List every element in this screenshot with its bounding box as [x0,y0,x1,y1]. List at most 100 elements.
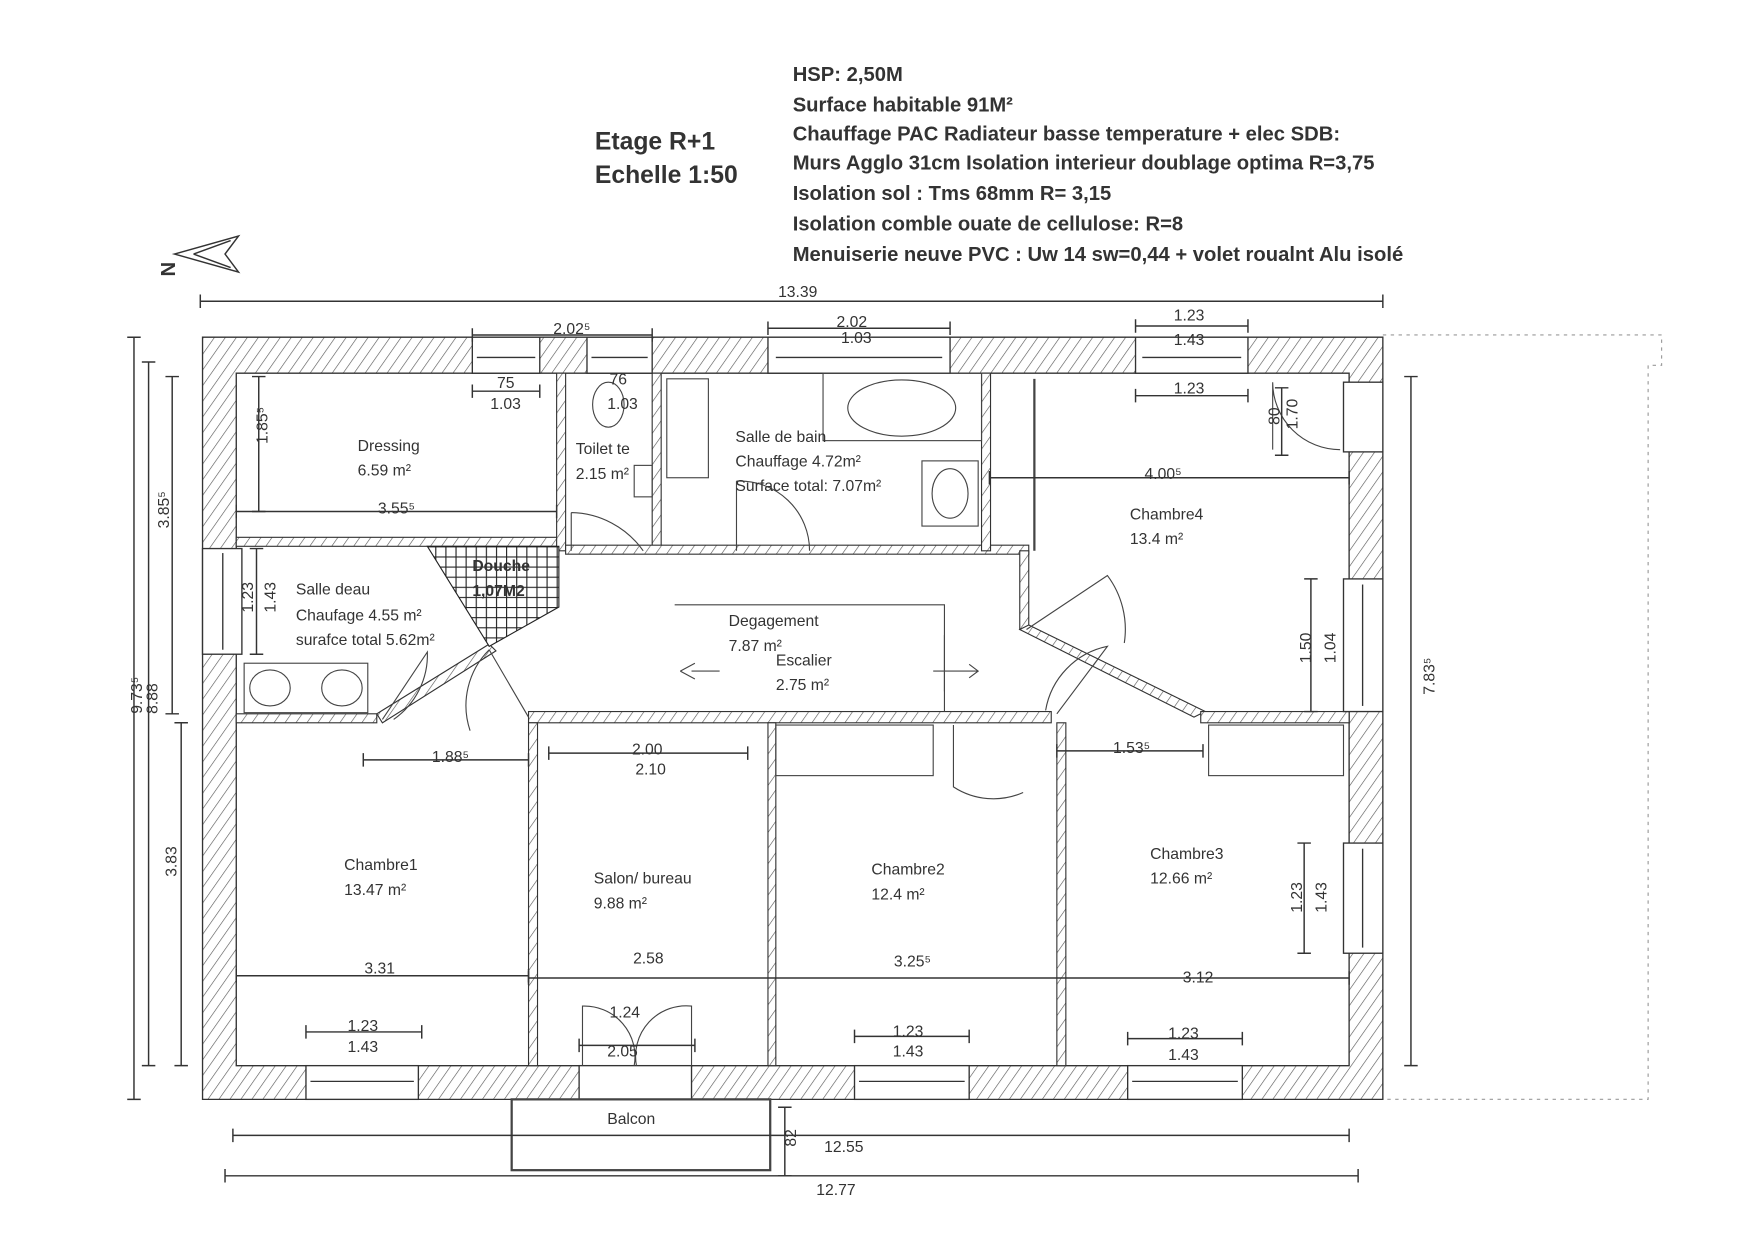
dimension-label: 9.73⁵ [129,677,146,714]
room-area: 2.75 m² [776,677,829,694]
room-area: 1,07M2 [472,583,525,600]
title-block: Etage R+1 Echelle 1:50 HSP: 2,50M Surfac… [595,64,1403,266]
dimension-label: 1.53⁵ [1113,740,1150,757]
dimension-line [252,375,266,513]
room-area: 6.59 m² [358,462,411,479]
dimension-label: 1.43 [1174,332,1205,349]
dimension-label: 3.55⁵ [378,501,415,518]
dimension-label: 1.23 [893,1023,924,1040]
bathtub-basin-icon [847,379,957,437]
dimension-label: 4.00⁵ [1145,466,1182,483]
dimension-label: 1.23 [1174,380,1205,397]
dimension-line [235,504,558,519]
dimension-label: 13.39 [778,284,817,301]
dimension-label: 1.43 [348,1039,379,1056]
dimension-line [853,1029,970,1044]
north-arrow-icon: N [156,234,241,277]
dimension-lines [127,294,1418,1183]
room-name: Toilet te [576,441,630,458]
dimension-line [471,384,541,398]
room-area: surafce total 5.62m² [296,632,435,649]
doors [381,382,1341,1066]
dimension-line [471,328,653,342]
dimension-label: 1.43 [263,582,280,613]
room-area: Chauffage 4.72m² [735,453,861,470]
washbasin-icon [633,464,653,498]
dimension-label: 3.83 [164,846,181,877]
room-name: Chambre3 [1150,846,1224,863]
dimension-label: 1.03 [607,396,638,413]
double-sink-icon [243,662,369,714]
dimension-label: 3.85⁵ [156,491,173,528]
room-name: Balcon [607,1111,655,1128]
dimension-line [232,1128,1350,1143]
shower-unit [666,378,709,479]
dimension-label: 1.43 [1314,882,1331,913]
dimension-label: 1.04 [1323,632,1340,663]
dimension-line [578,1038,696,1053]
dimension-line [527,971,1350,985]
dimension-label: 2.10 [635,762,666,779]
room-name: Degagement [729,613,820,630]
room-area: 2.15 m² [576,466,629,483]
dimension-line [1297,842,1311,954]
dimension-label: 3.25⁵ [894,954,931,971]
dimension-label: 1.23 [240,582,257,613]
bathtub-icon [822,372,983,442]
room-labels: Dressing 6.59 m² Toilet te 2.15 m² Salle… [296,429,1224,1128]
dimension-line [548,746,749,760]
room-name: Chambre4 [1130,506,1204,523]
shower-tiles [426,545,560,648]
dimension-label: 80 [1266,407,1283,425]
dimension-label: 1.70 [1284,399,1301,430]
dimension-label: 1.85⁵ [255,407,272,444]
dimension-label: 75 [497,375,515,392]
room-area: Chaufage 4.55 m² [296,608,422,625]
dimension-label: 2.02 [837,314,868,331]
dimension-line [199,294,1384,309]
wardrobe [1208,724,1345,777]
dimension-line [1274,387,1289,456]
dimension-label: 3.12 [1183,969,1214,986]
room-area: 13.4 m² [1130,531,1183,548]
note-line: HSP: 2,50M [793,64,903,86]
room-name: Escalier [776,652,832,669]
room-area: 12.4 m² [871,886,924,903]
room-area: Surface total: 7.07m² [735,478,881,495]
dimension-line [174,722,188,1067]
toilet-icon [592,381,625,428]
dimension-label: 8.88 [145,683,162,714]
dimension-label: 12.77 [816,1182,855,1199]
dimension-label: 1.23 [1174,307,1205,324]
dimension-label: 1.50 [1298,632,1315,663]
dimension-label: 3.31 [364,960,395,977]
adjacent-outline [1382,334,1663,1100]
stair-arrow-icon [933,635,980,692]
room-area: 9.88 m² [594,895,647,912]
north-label: N [156,262,178,277]
note-line: Isolation sol : Tms 68mm R= 3,15 [793,183,1112,205]
dimension-label: 1.03 [841,330,872,347]
room-name: Dressing [358,438,420,455]
dimension-line [1404,375,1418,1067]
dimension-label: 82 [783,1129,800,1146]
dimension-line [165,375,179,715]
wardrobe [775,724,934,777]
room-name: Salon/ bureau [594,871,692,888]
room-area: 7.87 m² [729,638,782,655]
dimension-label: 1.23 [348,1018,379,1035]
dimension-line [141,361,156,1067]
note-line: Isolation comble ouate de cellulose: R=8 [793,213,1183,235]
dimension-line [305,1025,423,1039]
room-name: Chambre2 [871,862,944,879]
note-line: Surface habitable 91M² [793,94,1013,116]
dimension-line [1304,578,1318,713]
dimension-line [362,753,530,767]
dimension-label: 1.24 [609,1004,640,1021]
interior-walls [235,372,1350,1067]
note-line: Menuiserie neuve PVC : Uw 14 sw=0,44 + v… [793,244,1404,266]
dimension-line [1134,319,1249,333]
room-area: 13.47 m² [344,882,406,899]
dimension-line [1126,1031,1244,1046]
